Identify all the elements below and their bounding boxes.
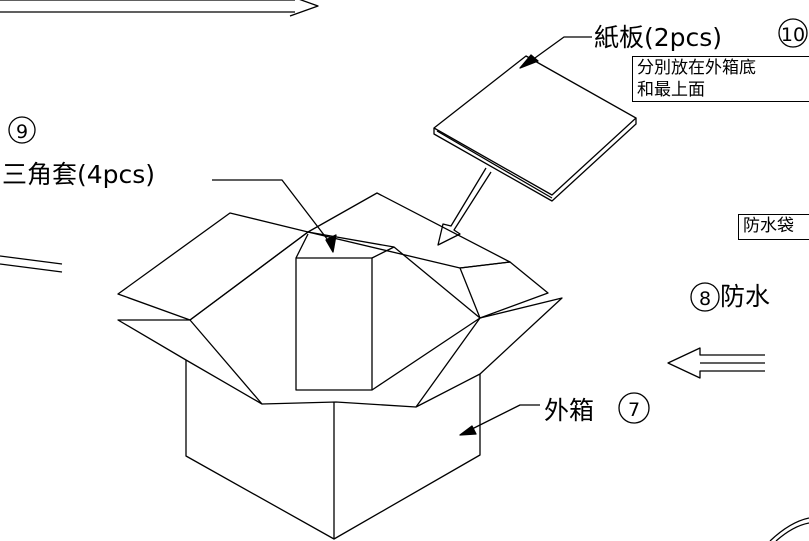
cardboard-note-line-2: 和最上面 (637, 80, 705, 100)
cardboard-number: 10 (781, 24, 805, 46)
right-arrow-icon (667, 347, 765, 379)
back-flap (307, 192, 511, 269)
right-back-flap (459, 261, 549, 319)
cardboard-arrowhead (519, 54, 539, 69)
outer-box-arrowhead (459, 425, 477, 436)
cardboard-leader (527, 36, 592, 64)
top-left-arrow-icon (0, 0, 319, 17)
waterproof-label: 防水 (720, 282, 770, 311)
cardboard-label: 紙板(2pcs) (594, 23, 722, 52)
left-back-flap (117, 212, 309, 321)
triangle-leader (212, 179, 335, 249)
triangle-number: 9 (16, 121, 28, 143)
outer-box-number: 7 (628, 399, 640, 421)
waterproof-bag-label: 防水袋 (743, 216, 794, 236)
down-arrow-icon (437, 167, 492, 246)
outer-box-leader (465, 404, 540, 433)
cardboard-number-circle (778, 18, 808, 48)
outer-box-drawing (117, 192, 563, 540)
cardboard-drawing (433, 55, 637, 202)
left-front-flap (117, 319, 263, 405)
triangle-number-circle (8, 116, 36, 144)
triangle-arrowhead (325, 234, 337, 253)
cardboard-note-box: 分別放在外箱底 和最上面 (632, 56, 809, 102)
partial-circle (769, 517, 809, 541)
waterproof-number: 8 (699, 288, 711, 310)
cardboard-note-line-1: 分別放在外箱底 (637, 58, 756, 78)
triangle-label: 三角套(4pcs) (2, 160, 155, 189)
waterproof-number-circle (690, 282, 720, 312)
outer-box-label: 外箱 (544, 396, 594, 425)
triangle-sleeve (295, 257, 373, 391)
waterproof-bag-box: 防水袋 (738, 214, 809, 240)
outer-box-number-circle (618, 392, 650, 424)
left-arrow-icon (0, 255, 63, 273)
